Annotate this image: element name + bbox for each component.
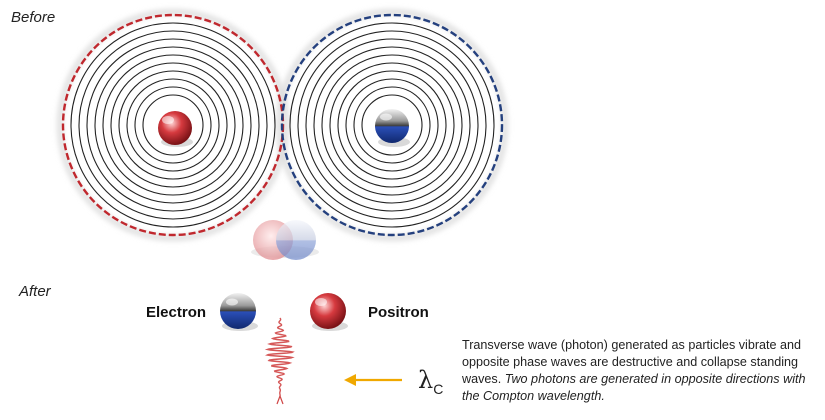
lambda-subscript: C — [433, 380, 444, 397]
wave-ring — [86, 38, 260, 212]
photon-wave-icon — [264, 317, 295, 405]
halo-left — [57, 9, 289, 241]
positron-before — [158, 111, 193, 147]
positron-label: Positron — [368, 304, 429, 321]
overlapping-particles — [251, 220, 319, 260]
halo-right — [276, 9, 508, 241]
left-arrow-icon — [344, 374, 402, 386]
electron-label: Electron — [146, 304, 207, 321]
wave-ring — [305, 38, 479, 212]
wave-ring — [329, 62, 455, 188]
caption-text: Transverse wave (photon) generated as pa… — [462, 337, 822, 405]
wave-ring — [102, 54, 244, 196]
before-label: Before — [11, 9, 56, 26]
wave-ring — [297, 30, 487, 220]
wave-ring — [110, 62, 236, 188]
compton-wavelength-symbol: λC — [418, 366, 443, 397]
wave-ring — [78, 30, 268, 220]
wave-ring — [142, 94, 204, 156]
electron-before — [375, 109, 410, 147]
after-label: After — [19, 283, 51, 300]
wave-ring — [94, 46, 252, 204]
lambda-symbol: λ — [418, 366, 434, 394]
wave-ring — [313, 46, 471, 204]
wave-ring — [321, 54, 463, 196]
caption-italic: Two photons are generated in opposite di… — [462, 372, 806, 403]
electron-after — [220, 293, 258, 331]
wave-ring — [361, 94, 423, 156]
wave-ring — [126, 78, 220, 172]
caption-plain: Transverse wave (photon) generated as pa… — [462, 338, 802, 386]
wave-ring — [337, 70, 447, 180]
electron-wave-boundary — [280, 13, 504, 237]
standing-wave-rings-left — [70, 22, 276, 228]
wave-ring — [345, 78, 439, 172]
standing-wave-rings-right — [289, 22, 495, 228]
wave-ring — [70, 22, 276, 228]
wave-ring — [118, 70, 228, 180]
wave-ring — [353, 86, 431, 164]
positron-after — [310, 293, 348, 331]
wave-ring — [134, 86, 212, 164]
wave-ring — [289, 22, 495, 228]
